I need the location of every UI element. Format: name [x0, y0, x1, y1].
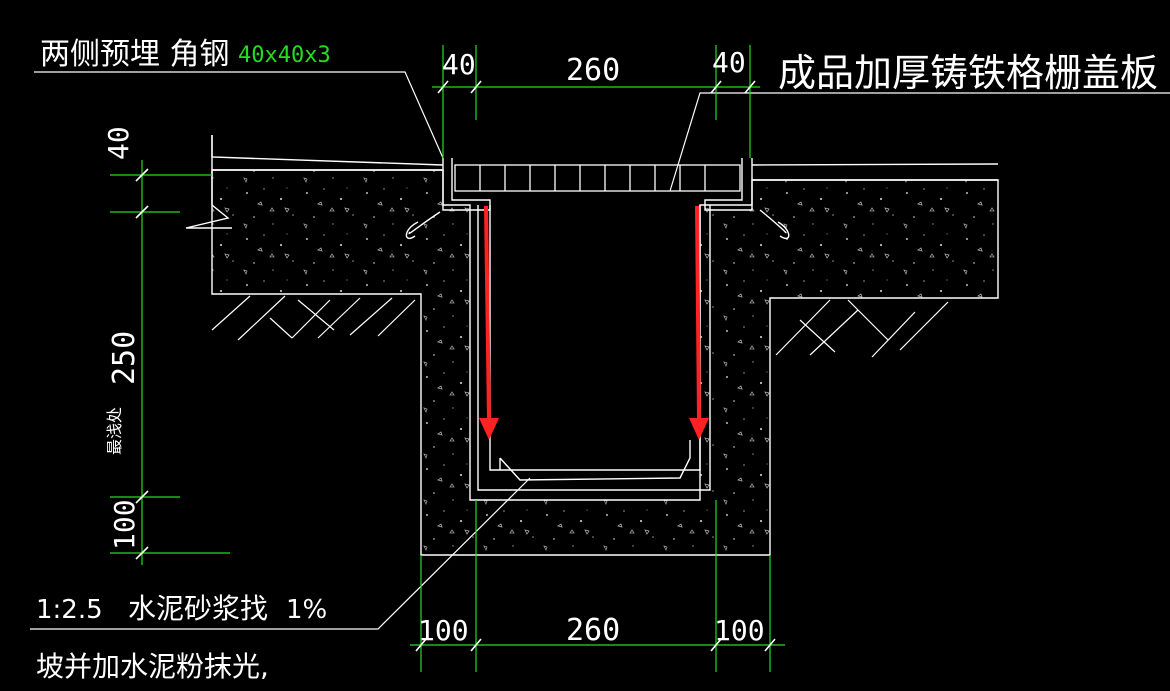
earth-hatch-right [775, 299, 949, 358]
angle-steel-left [405, 158, 491, 240]
dim-vert-mid: 250 [107, 331, 142, 385]
mortar-line2: 坡并加水泥粉抹光, [36, 650, 269, 683]
mortar-ratio: 1:2.5 [36, 595, 103, 625]
embedded-angle-label: 两侧预埋 角钢 [40, 37, 230, 72]
dimension-lines [110, 45, 785, 672]
dim-vert-top: 40 [102, 126, 135, 160]
angle-spec-label: 40x40x3 [238, 43, 331, 68]
shallowest-label: 最浅处 [105, 407, 124, 455]
break-line [185, 135, 232, 229]
dim-top-right: 40 [712, 46, 746, 79]
angle-steel-right [704, 158, 790, 240]
mortar-text: 水泥砂浆找 [128, 592, 268, 625]
dim-top-mid: 260 [566, 53, 620, 88]
red-arrows [479, 205, 709, 440]
channel-lining [477, 205, 711, 491]
leader-lines [30, 71, 1170, 630]
dim-bottom-left: 100 [418, 614, 469, 647]
mortar-slope: 1% [286, 595, 327, 625]
dim-vert-bottom: 100 [108, 499, 141, 550]
concrete-body [211, 169, 999, 556]
earth-hatch-left [211, 295, 416, 341]
dim-top-left: 40 [442, 48, 476, 81]
grating-cover [454, 164, 741, 192]
cover-plate-label: 成品加厚铸铁格栅盖板 [778, 51, 1158, 95]
dim-bottom-right: 100 [714, 614, 765, 647]
dim-bottom-mid: 260 [566, 613, 620, 648]
dimension-ticks [135, 80, 776, 652]
